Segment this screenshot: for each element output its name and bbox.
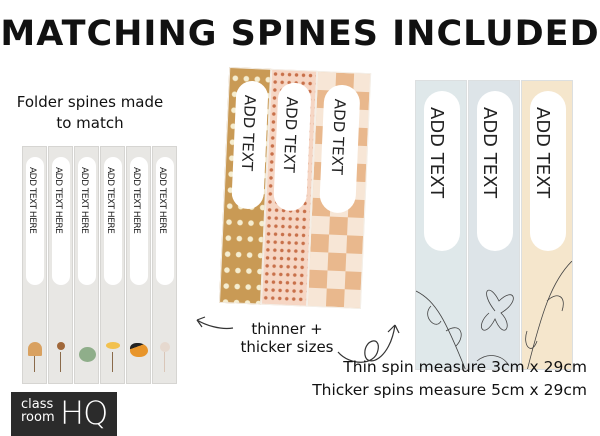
arrow-right-icon [337,324,396,363]
spine-label: ADD TEXT [279,96,302,174]
thin-spine-measurement: Thin spin measure 3cm x 29cm [343,358,587,376]
caption-line: to match [56,114,124,132]
arrows [196,316,400,363]
label-area [26,157,44,285]
label-area [477,91,513,251]
spine-label: ADD TEXT [426,107,447,199]
stem [60,352,61,372]
folder-spines-caption: Folder spines made to match [10,92,170,134]
spine-label: ADD TEXT [327,98,350,176]
logo-line: class [21,397,54,412]
folder-spine: ADD TEXT HERE [152,146,177,384]
spine-label: ADD TEXT HERE [105,167,115,234]
stem [34,352,35,372]
folder-spines-panel: ADD TEXT HERE ADD TEXT HERE ADD TEXT HER… [22,146,179,384]
label-area [78,157,96,285]
thin-spine-checkerboard: ADD TEXT [306,70,372,309]
logo-mark: HQ [60,394,108,432]
line-floral-icon [416,290,466,369]
thick-spine: ADD TEXT [415,80,467,370]
label-area [156,157,174,285]
thin-spines-group: ADD TEXT ADD TEXT ADD TEXT [219,67,372,313]
arrow-left-head-icon [196,316,206,328]
seed-pod-icon [57,342,65,350]
page-title: MATCHING SPINES INCLUDED [0,14,600,54]
label-area [52,157,70,285]
thick-spine: ADD TEXT [468,80,520,370]
spine-label: ADD TEXT [532,107,553,199]
spine-label: ADD TEXT HERE [53,167,63,234]
stem [112,352,113,372]
spine-label: ADD TEXT [237,94,260,172]
butterfly-icon [130,343,148,357]
arrow-right-head-icon [387,324,400,334]
label-area [130,157,148,285]
spine-label: ADD TEXT HERE [79,167,89,234]
caption-line: thicker sizes [240,338,334,356]
folder-spine: ADD TEXT HERE [100,146,125,384]
spine-label: ADD TEXT HERE [157,167,167,234]
folder-spine: ADD TEXT HERE [22,146,47,384]
caption-line: thinner + [251,320,323,338]
dandelion-icon [160,342,170,352]
eucalyptus-leaf-icon [79,347,96,362]
folder-spine: ADD TEXT HERE [126,146,151,384]
label-area [104,157,122,285]
line-floral-icon [476,289,514,367]
spine-label: ADD TEXT HERE [27,167,37,234]
logo-line: room [21,410,55,425]
line-floral-icon [525,261,572,369]
label-area [424,91,460,251]
caption-line: Folder spines made [16,93,164,111]
folder-spine: ADD TEXT HERE [48,146,73,384]
sizes-caption: thinner + thicker sizes [222,320,352,356]
thick-spine-measurement: Thicker spins measure 5cm x 29cm [312,381,587,399]
folder-spine: ADD TEXT HERE [74,146,99,384]
ginkgo-leaf-icon [28,342,42,356]
thick-spine: ADD TEXT [521,80,573,370]
spine-label: ADD TEXT [479,107,500,199]
spine-label: ADD TEXT HERE [131,167,141,234]
label-area [530,91,566,251]
daisy-icon [106,342,120,349]
arrow-left-icon [196,319,234,330]
stem [164,352,165,372]
